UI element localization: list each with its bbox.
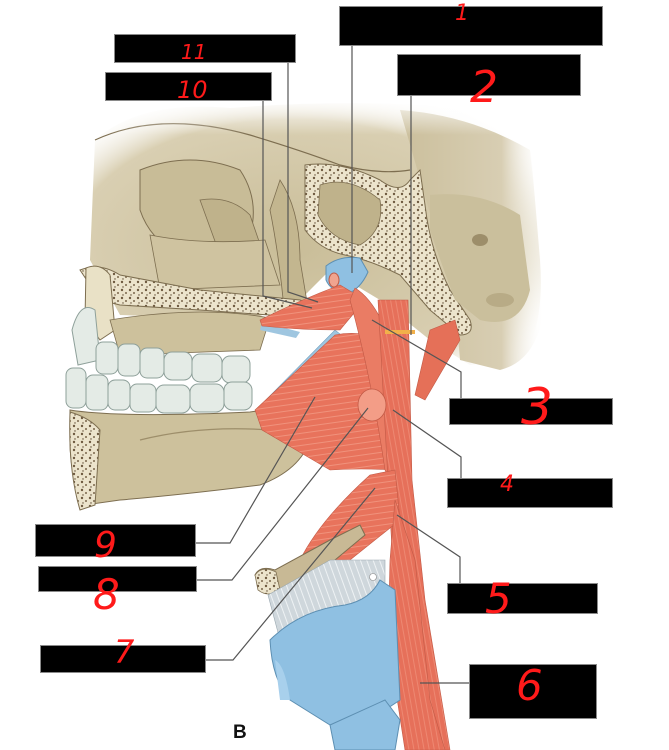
mandible (69, 404, 311, 511)
label-box-5 (447, 583, 598, 614)
label-box-11 (114, 34, 296, 63)
label-box-4 (447, 478, 613, 508)
cricoid-cartilage (329, 699, 401, 750)
panel-letter: B (233, 722, 247, 743)
label-box-3 (449, 398, 613, 425)
label-box-8 (38, 566, 197, 592)
label-box-6 (469, 664, 597, 719)
leader-lines (196, 45, 470, 684)
label-box-1 (339, 6, 603, 46)
label-box-7 (40, 645, 206, 673)
label-box-10 (105, 72, 272, 101)
label-box-2 (397, 54, 581, 96)
teeth (65, 307, 253, 414)
label-box-9 (35, 524, 196, 557)
